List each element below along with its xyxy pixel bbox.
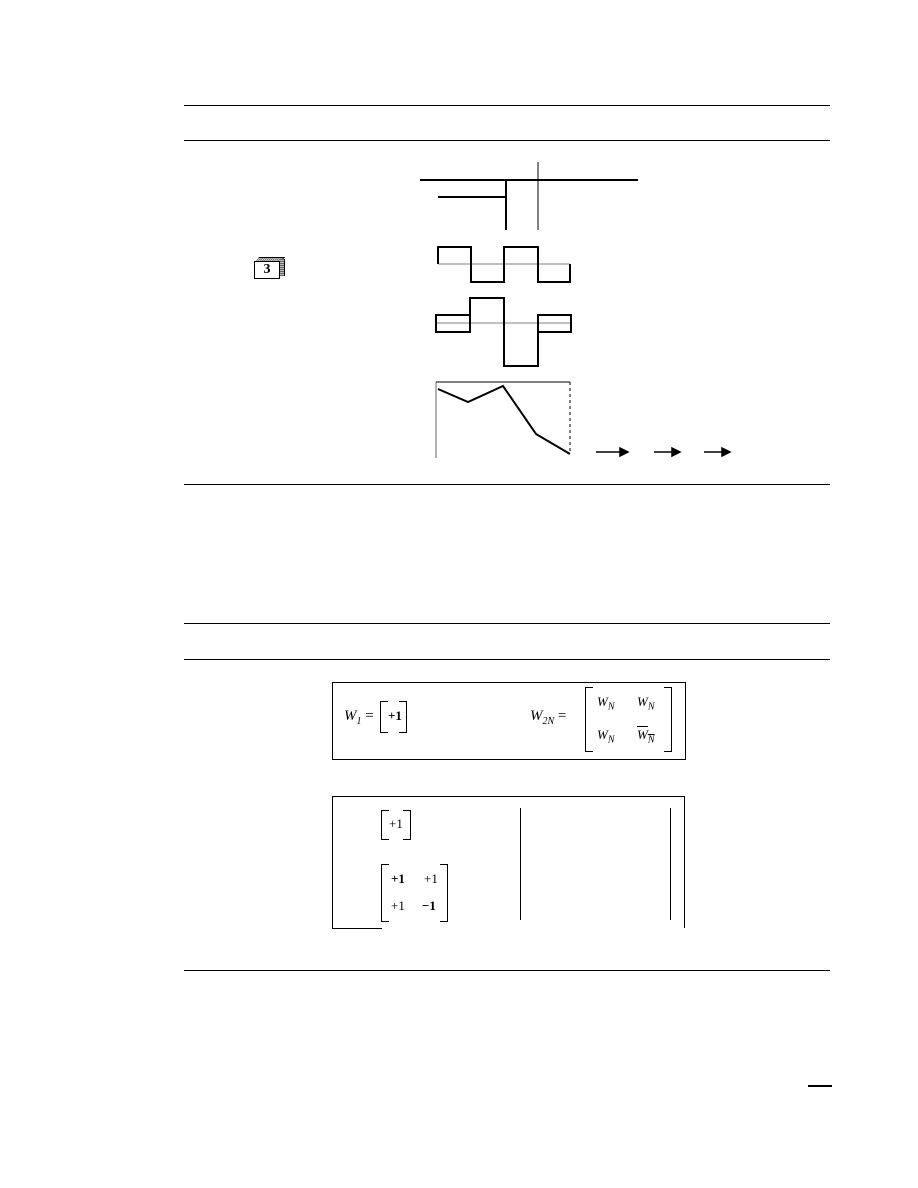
table-column-divider-2 bbox=[670, 808, 671, 920]
square-wave-2 bbox=[435, 297, 572, 367]
arrow-3 bbox=[704, 446, 732, 458]
table-row2-a: +1 bbox=[391, 871, 405, 886]
waveform-figure bbox=[420, 162, 732, 458]
w2n-r2c2-complement: WN bbox=[637, 727, 655, 746]
mid-rule-3 bbox=[184, 659, 830, 660]
arrow-1 bbox=[596, 446, 630, 458]
w2n-label: W2N = bbox=[530, 708, 567, 727]
page-folio-rule bbox=[808, 1085, 832, 1087]
top-rule-1 bbox=[184, 105, 830, 106]
w1-entry: +1 bbox=[388, 708, 402, 723]
table-row1-left-bracket bbox=[381, 810, 389, 840]
table-right-border bbox=[684, 796, 685, 928]
table-row2-b: +1 bbox=[424, 871, 438, 886]
table-column-divider-1 bbox=[520, 808, 521, 920]
table-left-border bbox=[332, 796, 333, 928]
descending-curve bbox=[437, 384, 571, 455]
w1-label: W1 = bbox=[344, 708, 374, 727]
w2n-left-bracket bbox=[585, 687, 593, 752]
bottom-rule bbox=[184, 970, 830, 971]
mid-rule-2 bbox=[184, 623, 830, 624]
table-top-rule bbox=[332, 796, 684, 797]
square-wave-1 bbox=[437, 246, 571, 283]
table-row2-left-bracket bbox=[381, 864, 389, 922]
chapter-badge: 3 bbox=[254, 257, 286, 279]
table-row1-entry: +1 bbox=[389, 816, 403, 831]
w2n-subscript: 2N bbox=[542, 716, 555, 727]
square-wave-2-lower bbox=[435, 315, 471, 333]
top-rule-2 bbox=[184, 140, 830, 141]
w1-left-bracket bbox=[380, 701, 388, 733]
mid-rule-1 bbox=[184, 484, 830, 485]
arrow-2 bbox=[654, 446, 682, 458]
w1-symbol: W bbox=[344, 708, 357, 724]
w2n-r2c1: WN bbox=[597, 727, 615, 746]
w2n-r1c1: WN bbox=[597, 694, 615, 713]
table-row2-c: +1 bbox=[391, 898, 405, 913]
w2n-right-bracket bbox=[664, 687, 672, 752]
badge-side-face bbox=[280, 259, 285, 276]
table-bottom-stub bbox=[332, 928, 382, 929]
w1-subscript: 1 bbox=[356, 716, 362, 727]
w2n-r1c2: WN bbox=[637, 694, 655, 713]
table-row2-right-bracket bbox=[440, 864, 448, 922]
w2n-symbol: W bbox=[530, 708, 543, 724]
badge-number: 3 bbox=[254, 261, 280, 279]
walsh-recursion-formula-box bbox=[332, 682, 686, 760]
table-row2-d: −1 bbox=[422, 898, 436, 913]
w1-right-bracket bbox=[399, 701, 407, 733]
table-row1-right-bracket bbox=[403, 810, 411, 840]
